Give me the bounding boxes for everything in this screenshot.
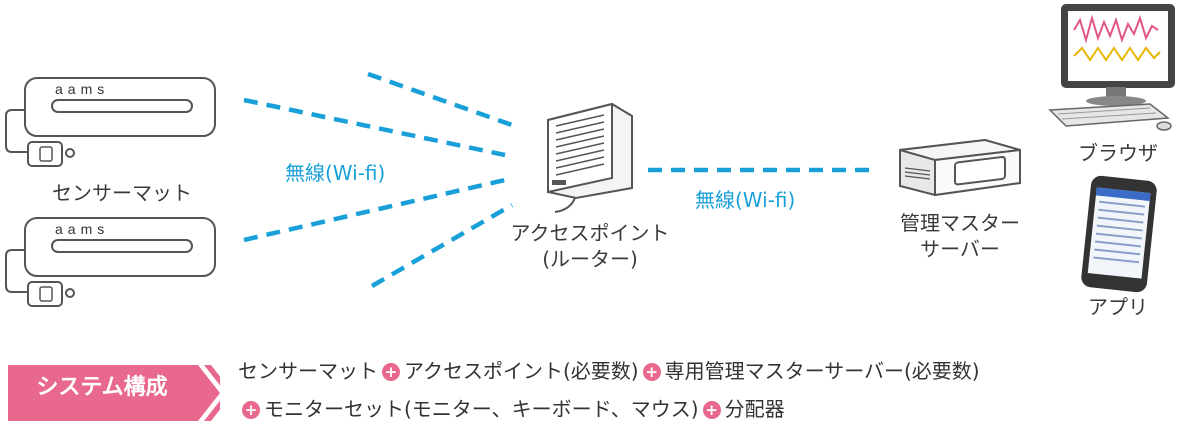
- server-label: 管理マスター サーバー: [880, 210, 1040, 262]
- access-point-label-line1: アクセスポイント: [510, 221, 670, 245]
- item-server: 専用管理マスターサーバー(必要数): [664, 359, 980, 383]
- browser-label: ブラウザ: [1078, 141, 1158, 165]
- plus-icon: +: [242, 401, 260, 419]
- wifi-signal-lines: [243, 71, 878, 288]
- sensor-mat-icon-bottom: [5, 217, 216, 307]
- access-point-icon: [547, 102, 633, 213]
- server-label-line2: サーバー: [920, 237, 1000, 261]
- item-access-point: アクセスポイント(必要数): [404, 359, 639, 383]
- item-sensor-mat: センサーマット: [238, 359, 378, 383]
- monitor-icon: [1048, 4, 1175, 131]
- diagram-canvas: aams aams: [5, 4, 1175, 307]
- plus-icon: +: [382, 363, 400, 381]
- smartphone-icon: [1081, 175, 1157, 293]
- system-badge-label: システム構成: [36, 375, 168, 400]
- server-icon: [899, 138, 1021, 197]
- item-distributor: 分配器: [724, 397, 785, 421]
- access-point-label: アクセスポイント (ルーター): [500, 220, 680, 272]
- item-monitor-set: モニターセット(モニター、キーボード、マウス): [264, 397, 699, 421]
- system-diagram: aams aams: [5, 4, 1175, 319]
- sensor-mat-brand-bottom: aams: [55, 221, 109, 237]
- access-point-label-line2: (ルーター): [542, 247, 638, 271]
- plus-icon: +: [702, 401, 721, 419]
- wifi-label-left: 無線(Wi-fi): [285, 161, 386, 185]
- system-badge: [8, 365, 220, 421]
- wifi-label-right: 無線(Wi-fi): [695, 188, 796, 212]
- sensor-mat-brand-top: aams: [55, 81, 109, 97]
- sensor-mat-icon-top: [5, 77, 216, 167]
- sensor-mat-label: センサーマット: [52, 181, 192, 205]
- server-label-line1: 管理マスター: [900, 211, 1020, 235]
- system-composition: システム構成 センサーマット+アクセスポイント(必要数)+専用管理マスターサーバ…: [0, 355, 1185, 430]
- app-label: アプリ: [1088, 295, 1148, 319]
- composition-line-2: +モニターセット(モニター、キーボード、マウス)+分配器: [238, 395, 785, 423]
- plus-icon: +: [642, 363, 661, 381]
- composition-line-1: センサーマット+アクセスポイント(必要数)+専用管理マスターサーバー(必要数): [238, 357, 980, 385]
